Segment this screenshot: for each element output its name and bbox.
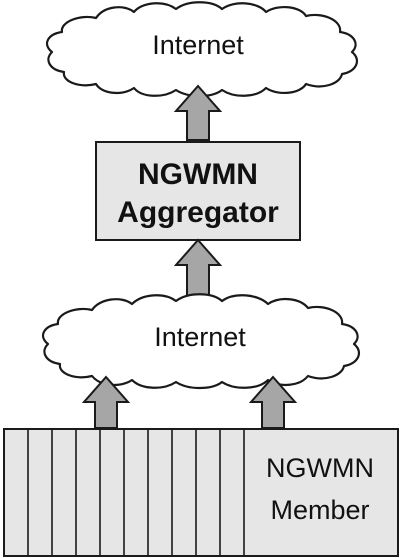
- top-cloud-outline: [45, 1, 359, 98]
- top-cloud-label: Internet: [152, 30, 244, 60]
- member-node: NGWMN Member: [3, 428, 399, 557]
- aggregator-box: [95, 141, 301, 241]
- aggregator-label-line2: Aggregator: [117, 196, 279, 229]
- aggregator-label-line1: NGWMN: [138, 158, 258, 191]
- member-label-line1: NGWMN: [266, 453, 374, 483]
- member-slats: [27, 429, 245, 556]
- member-label-line2: Member: [270, 495, 369, 525]
- bottom-cloud-outline: [41, 293, 361, 390]
- arrow-internet-to-aggregator: [173, 238, 223, 297]
- bottom-internet-cloud: Internet: [41, 293, 361, 390]
- arrow-aggregator-to-internet: [173, 84, 223, 141]
- aggregator-node: NGWMN Aggregator: [95, 141, 301, 241]
- top-internet-cloud: Internet: [45, 1, 359, 98]
- bottom-cloud-label: Internet: [154, 322, 246, 352]
- member-box: [3, 428, 399, 557]
